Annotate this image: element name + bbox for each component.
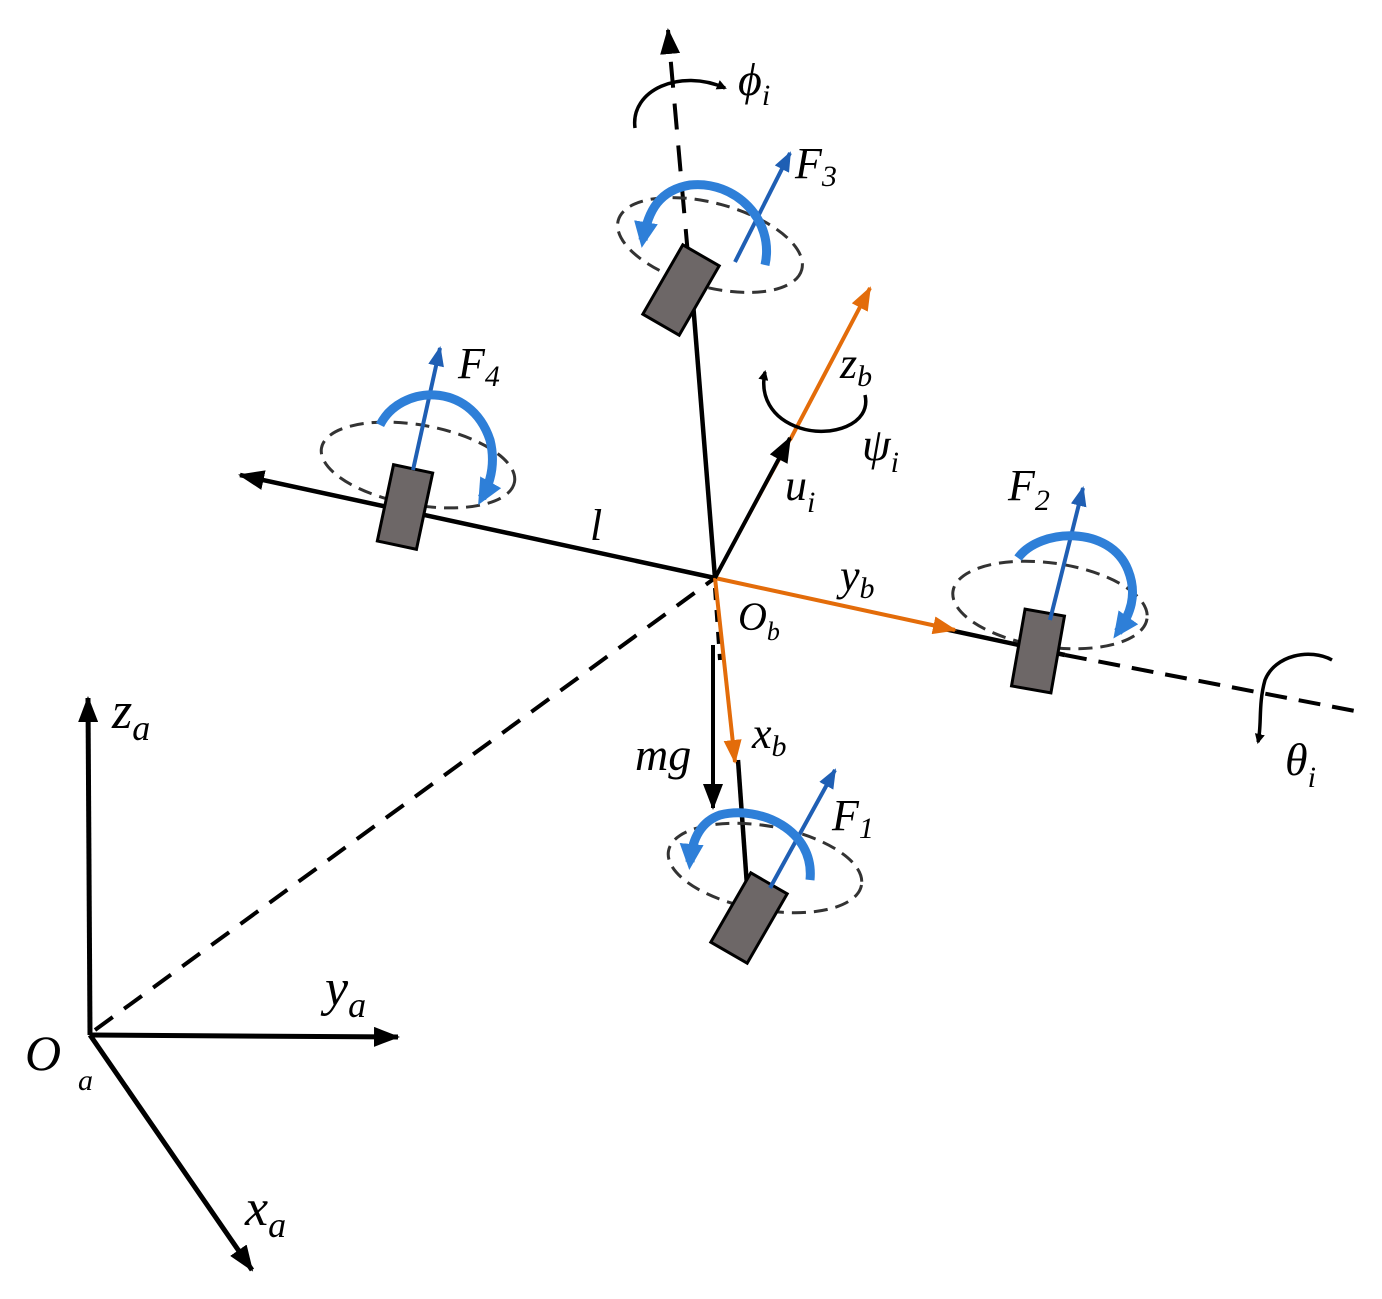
- label-F2: F2: [1007, 461, 1050, 517]
- ui-thrust-vector: [713, 436, 792, 579]
- quadrotor-arms: [238, 28, 1361, 901]
- rotor2-rotation-arrow: [1014, 531, 1139, 639]
- body-frame: [713, 286, 957, 764]
- phi-axis-dashed: [660, 28, 690, 256]
- label-psi: ψi: [862, 419, 899, 479]
- ya-axis: [89, 1026, 400, 1047]
- F1-thrust-arrow: [768, 768, 837, 889]
- yb-axis: [714, 576, 957, 635]
- label-Ob: Ob: [738, 594, 780, 646]
- F2-thrust-arrow: [1048, 486, 1087, 621]
- za-axis: [78, 696, 99, 1036]
- xa-axis: [87, 1033, 255, 1272]
- rotor-2: [951, 486, 1149, 695]
- rotor1-rotation-arrow: [679, 808, 815, 881]
- F4-thrust-arrow: [411, 346, 444, 471]
- label-F3: F3: [794, 139, 837, 193]
- rotor-3: [616, 151, 804, 338]
- label-F1: F1: [831, 791, 874, 845]
- label-Oa-sub: a: [78, 1064, 93, 1097]
- rotor-4: [319, 346, 517, 552]
- psi-rotation-arrow: [758, 370, 868, 433]
- label-F4: F4: [457, 339, 500, 393]
- xb-axis: [713, 577, 742, 764]
- arm-rotor4: [238, 470, 716, 581]
- label-za: za: [111, 683, 150, 748]
- F3-thrust-arrow: [733, 151, 792, 263]
- rotor3-rotation-arrow: [634, 180, 771, 266]
- label-xb: xb: [751, 709, 787, 763]
- label-arm-length: l: [590, 501, 602, 550]
- rotor-1: [666, 768, 864, 966]
- rotor4-rotation-arrow: [375, 390, 502, 505]
- label-yb: yb: [836, 551, 875, 605]
- label-theta: θi: [1285, 734, 1316, 794]
- label-zb: zb: [839, 339, 872, 393]
- world-frame: [78, 576, 717, 1272]
- phi-rotation-arrow: [633, 78, 727, 129]
- label-ui: ui: [785, 461, 815, 519]
- rotor3-disk: [616, 196, 804, 294]
- arm-rotor1: [735, 759, 751, 901]
- label-phi: ϕi: [738, 54, 770, 112]
- label-Oa: O: [25, 1025, 61, 1081]
- arm-rotor3: [689, 289, 718, 579]
- position-vector-dashed: [93, 576, 717, 1032]
- theta-axis-dashed: [1064, 653, 1361, 714]
- label-mg: mg: [635, 729, 691, 780]
- rotor3-motor: [640, 242, 722, 338]
- zb-axis: [788, 286, 872, 441]
- rotor1-motor: [708, 870, 790, 966]
- rotor2-motor: [1009, 607, 1067, 695]
- label-xa: xa: [244, 1180, 286, 1245]
- rotor4-motor: [375, 462, 435, 552]
- label-ya: ya: [320, 960, 366, 1025]
- theta-rotation-arrow: [1254, 652, 1333, 744]
